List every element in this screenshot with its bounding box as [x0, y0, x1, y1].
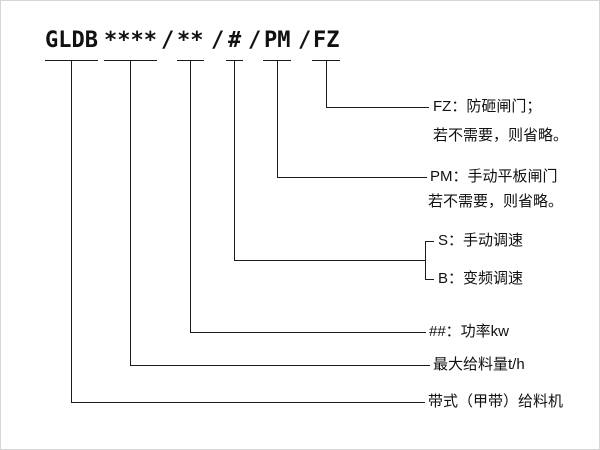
- label-fz-line2: 若不需要，则省略。: [433, 127, 569, 144]
- drop-line-power-stars: [190, 60, 191, 332]
- code-segment-pm: PM: [264, 28, 291, 53]
- label-pm-line2: 若不需要，则省略。: [428, 193, 564, 210]
- drop-line-capacity-stars: [130, 60, 131, 365]
- code-separator-2: /: [211, 28, 225, 53]
- connector-line-machine: [71, 402, 425, 403]
- connector-line-pm: [277, 177, 427, 178]
- code-separator-3: /: [248, 28, 262, 53]
- speed-options-bracket: [425, 241, 426, 280]
- connector-line-power: [190, 332, 426, 333]
- label-speed-s: S：手动调速: [438, 232, 524, 249]
- code-segment-model: GLDB: [45, 28, 98, 53]
- code-segment-speed-mark: #: [228, 28, 242, 53]
- drop-line-pm: [277, 60, 278, 177]
- label-machine: 带式（甲带）给料机: [428, 393, 564, 410]
- connector-line-fz: [326, 107, 429, 108]
- code-separator-1: /: [161, 28, 175, 53]
- label-fz-line1: FZ：防砸闸门；: [433, 98, 542, 115]
- code-segment-fz: FZ: [313, 28, 340, 53]
- code-separator-4: /: [298, 28, 312, 53]
- code-segment-power-stars: **: [177, 28, 204, 53]
- speed-options-bracket-top-tick: [425, 241, 434, 242]
- speed-options-bracket-bottom-tick: [425, 279, 434, 280]
- label-pm-line1: PM：手动平板闸门: [430, 168, 558, 185]
- drop-line-speed-mark: [234, 60, 235, 260]
- label-power: ##：功率kw: [429, 323, 510, 340]
- connector-line-speed: [234, 260, 425, 261]
- label-capacity: 最大给料量t/h: [433, 356, 525, 373]
- drop-line-fz: [326, 60, 327, 107]
- label-speed-b: B：变频调速: [438, 270, 524, 287]
- drop-line-model: [71, 60, 72, 402]
- connector-line-capacity: [130, 365, 430, 366]
- code-segment-capacity-stars: ****: [104, 28, 157, 53]
